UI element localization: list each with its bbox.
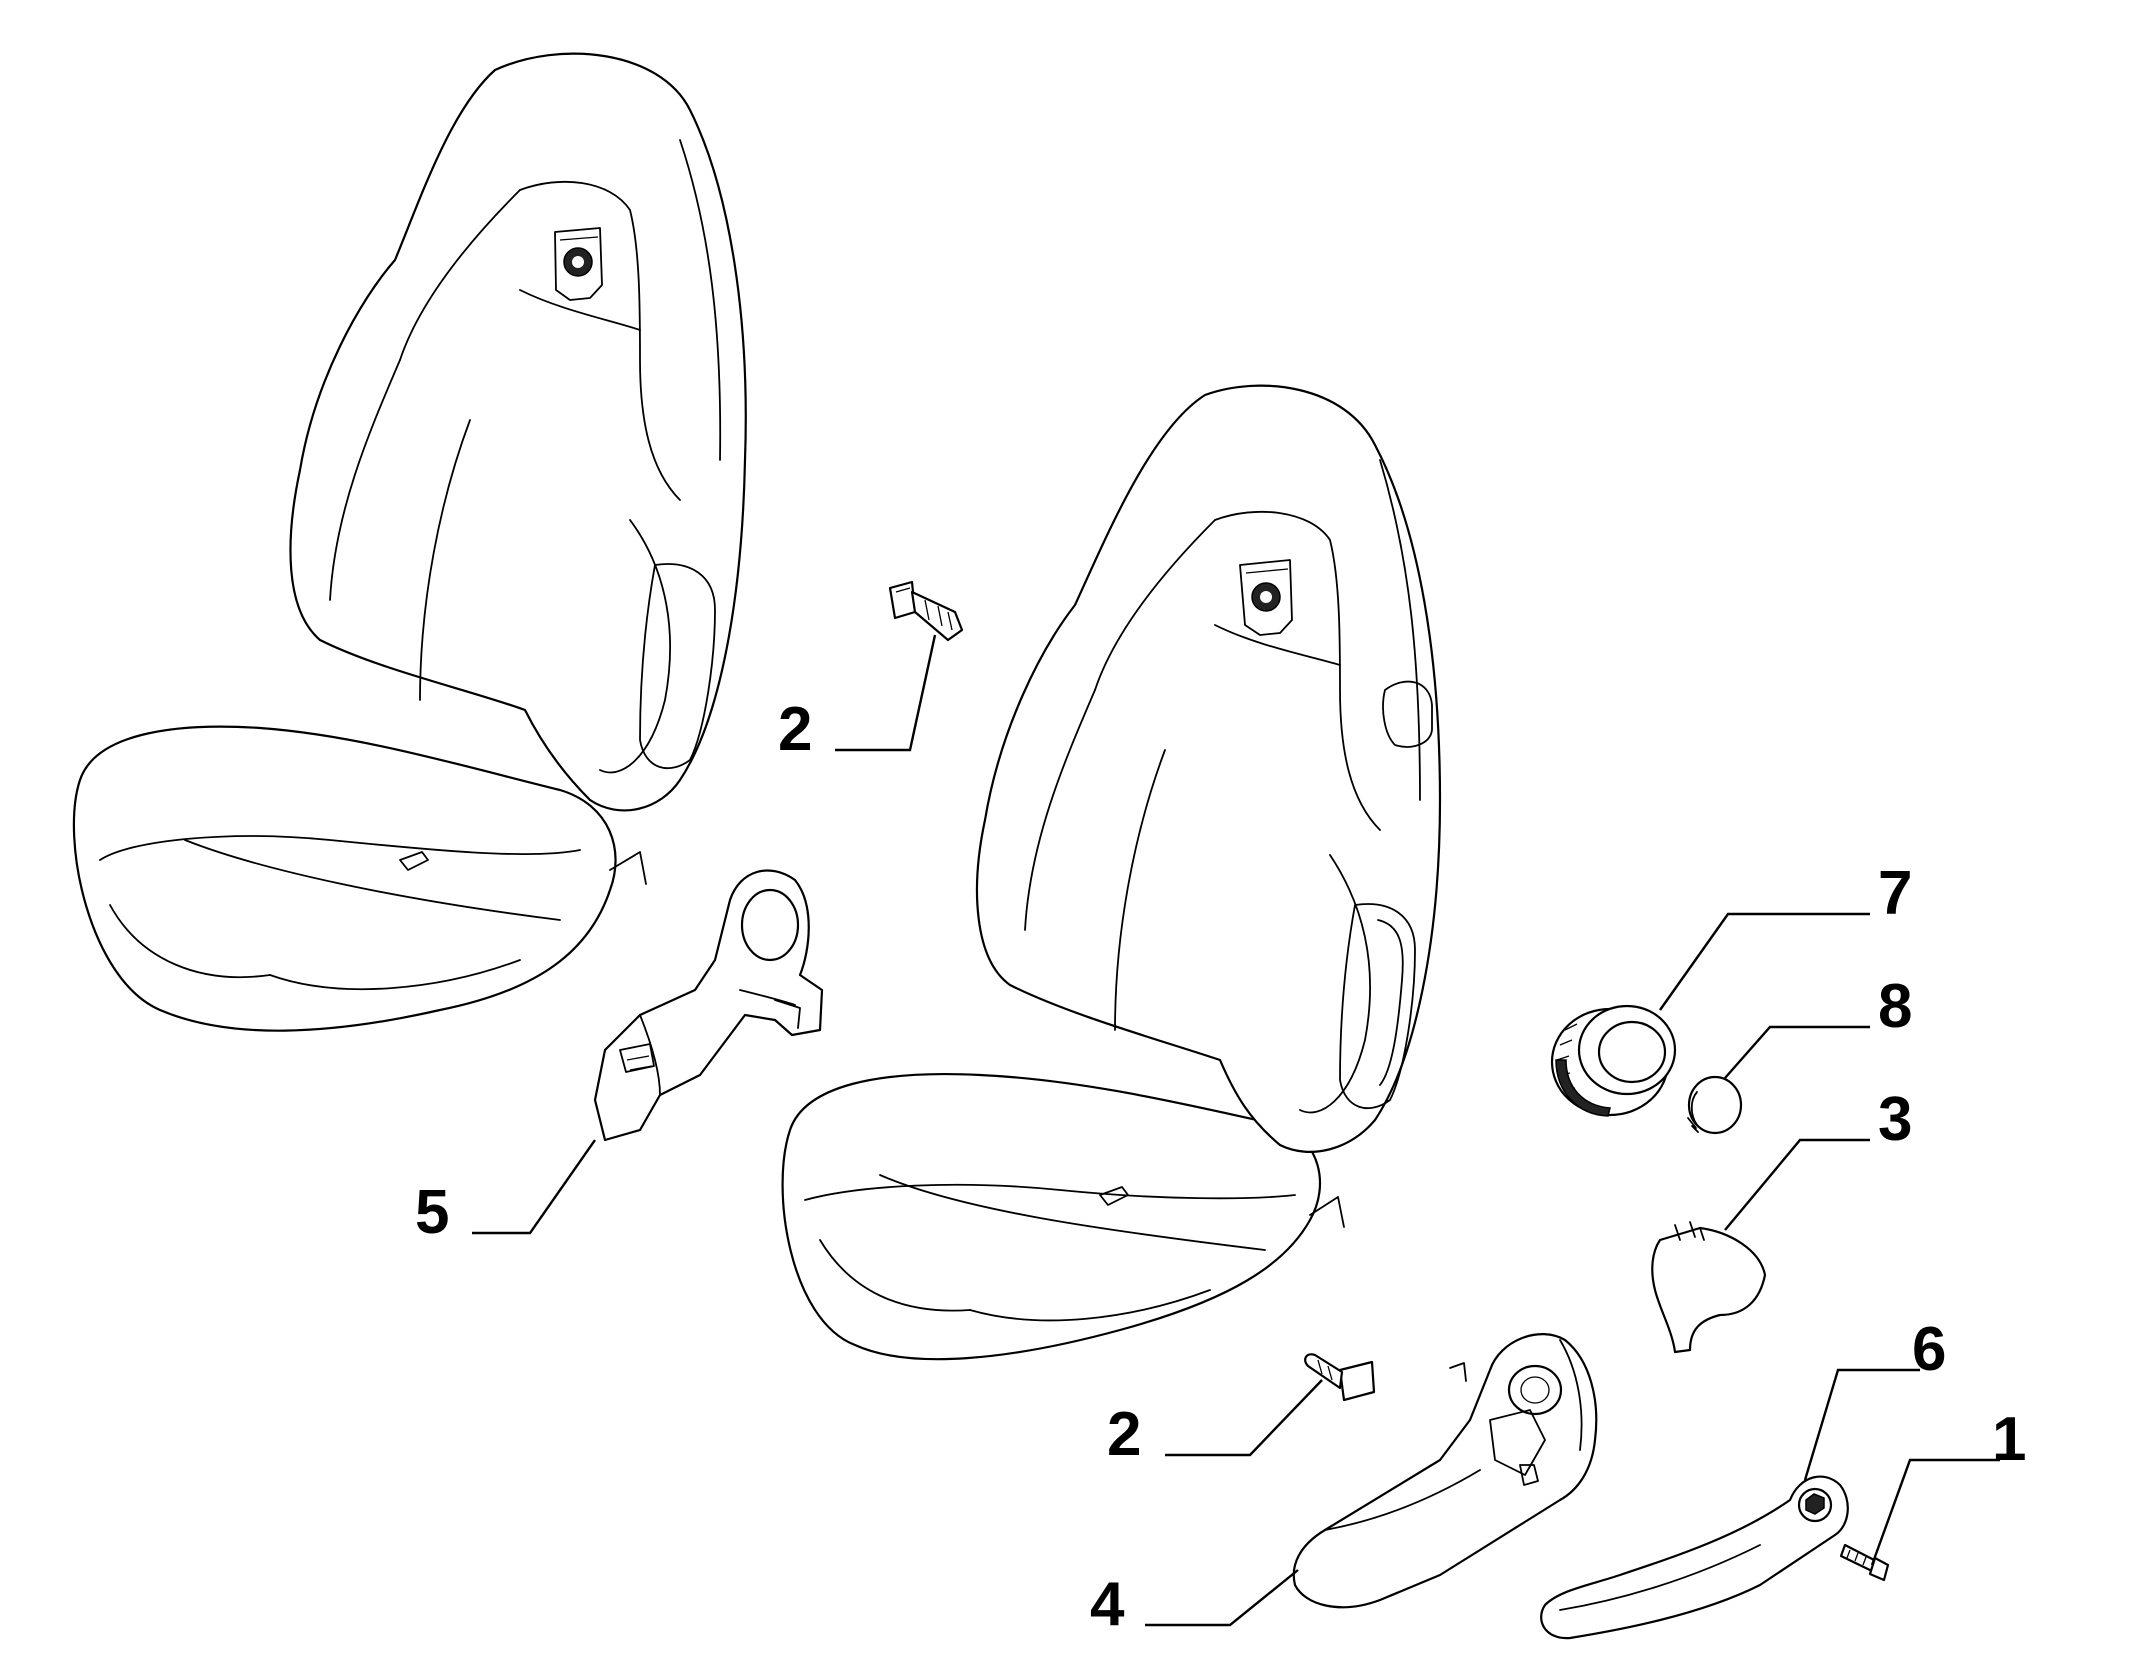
part-3-cover [1651,1221,1767,1354]
callout-labels: 2 2 5 7 8 3 6 1 4 [415,695,2026,1639]
callout-5: 5 [415,1178,449,1247]
part-5-hinge-cover [593,869,824,1142]
right-seat-logo-icon [1239,559,1293,636]
callout-7: 7 [1878,859,1912,928]
part-6-lever [1540,1475,1849,1640]
leader-lines [472,634,2000,1627]
callout-2-lower: 2 [1107,1400,1141,1469]
left-seat-drawing [72,52,747,1032]
callout-1: 1 [1992,1405,2026,1474]
part-4-outer-cover [1292,1333,1598,1609]
callout-3: 3 [1878,1085,1912,1154]
callout-8: 8 [1878,972,1912,1041]
part-1-bolt [1839,1543,1890,1582]
left-seat-logo-icon [554,227,603,301]
callout-2-upper: 2 [778,695,812,764]
part-8-cap [1687,1075,1743,1135]
callout-6: 6 [1912,1315,1946,1384]
part-7-knob [1550,1004,1677,1117]
callout-4: 4 [1090,1570,1125,1639]
part-2-clip-lower [1304,1353,1376,1402]
right-seat-drawing [781,384,1442,1361]
part-2-clip-upper [888,580,964,642]
